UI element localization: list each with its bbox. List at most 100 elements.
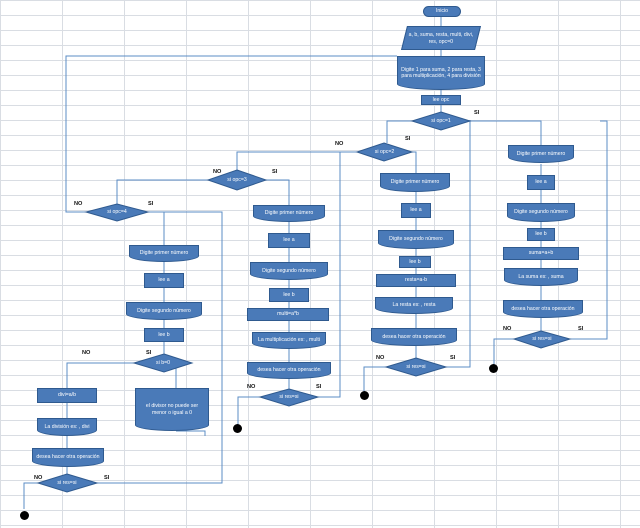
divi-read-a-label: lee a (158, 277, 170, 284)
multi-prompt-b: Digite segundo número (250, 262, 328, 280)
suma-decision-label: si res=si (532, 335, 552, 342)
no-label-suma: NO (503, 326, 512, 332)
multi-compute-label: multi=a*b (277, 311, 299, 318)
decision-opc2-label: si opc=2 (374, 148, 395, 155)
resta-output-label: La resta es: , resta (392, 302, 436, 309)
connector (318, 152, 341, 398)
connector (236, 151, 357, 170)
end-point-multi (233, 424, 242, 433)
connector (148, 211, 165, 245)
connector (266, 179, 290, 206)
divi-prompt-b-label: Digite segundo número (137, 307, 191, 314)
suma-read-a-label: lee a (535, 179, 547, 186)
resta-decision: si res=si (386, 362, 446, 372)
read-option-label: lee opc (432, 96, 450, 103)
decision-shape (206, 169, 268, 191)
no-label-resta: NO (376, 355, 385, 361)
suma-prompt-b-label: Digite segundo número (514, 209, 568, 216)
decision-shape (410, 111, 472, 131)
no-label-multi: NO (247, 384, 256, 390)
multi-read-a-label: lee a (283, 237, 295, 244)
yes-label-resta: SI (450, 355, 456, 361)
divi-compute-label: divi=a/b (57, 392, 77, 399)
decision-shape (512, 330, 572, 349)
resta-compute-label: resta=a-b (404, 277, 428, 284)
decision-shape (36, 473, 99, 493)
multi-decision: si res=si (260, 392, 318, 402)
no-label-opc2: NO (335, 141, 344, 147)
decision-opc4-label: si opc=4 (107, 208, 127, 215)
suma-output: La suma es: , suma (504, 268, 578, 286)
suma-read-a: lee a (527, 175, 555, 190)
suma-ask-again: desea hacer otra operación (503, 300, 583, 318)
end-point-resta (360, 391, 369, 400)
connector (493, 338, 514, 366)
multi-read-a: lee a (268, 233, 310, 248)
multi-output-label: La multiplicación es: , multi (258, 337, 320, 344)
decision-shape (132, 353, 194, 373)
resta-ask-again-label: desea hacer otra operación (382, 333, 446, 340)
divi-decision-label: si res=si (57, 479, 77, 486)
variables-input: a, b, suma, resta, multi, divi, res, opc… (401, 26, 481, 50)
decision-shape (84, 203, 150, 222)
divi-zero-decision: si b=0 (134, 358, 192, 368)
divi-error-output-label: el divisor no puede ser menor o igual a … (145, 403, 199, 416)
suma-read-b: lee b (527, 228, 555, 241)
no-label-opc3: NO (213, 169, 222, 175)
end-point-divi (20, 511, 29, 520)
divi-decision: si res=si (38, 478, 96, 488)
suma-compute-label: suma=a+b (528, 250, 554, 257)
multi-decision-label: si res=si (279, 393, 299, 400)
decision-opc2: si opc=2 (357, 147, 412, 157)
connector (470, 120, 542, 146)
no-label-divi: NO (34, 475, 43, 481)
divi-read-a: lee a (144, 273, 184, 288)
multi-prompt-a: Digite primer número (253, 205, 325, 222)
connector (23, 482, 38, 509)
menu-label: Digite 1 para suma, 2 para resta, 3 para… (401, 66, 481, 80)
multi-read-b: lee b (269, 288, 309, 302)
divi-prompt-a-label: Digite primer número (139, 250, 189, 257)
divi-prompt-a: Digite primer número (129, 245, 199, 262)
connector (570, 120, 608, 340)
connector (363, 366, 386, 393)
divi-ask-again-label: desea hacer otra operación (36, 454, 100, 461)
yes-label-divi: SI (104, 475, 110, 481)
resta-read-a: lee a (401, 203, 431, 218)
connector (446, 120, 471, 368)
yes-label-suma: SI (578, 326, 584, 332)
decision-opc3: si opc=3 (208, 175, 266, 185)
connector (386, 120, 412, 143)
suma-prompt-a: Digite primer número (508, 145, 574, 163)
divi-output-label: La división es: , divi (44, 423, 90, 430)
resta-decision-label: si res=si (406, 363, 426, 370)
resta-read-b-label: lee b (409, 258, 421, 265)
divi-ask-again: desea hacer otra operación (32, 448, 104, 467)
yes-label-divi-zero: SI (146, 350, 152, 356)
divi-error-output: el divisor no puede ser menor o igual a … (135, 388, 209, 431)
multi-prompt-a-label: Digite primer número (264, 210, 314, 217)
resta-ask-again: desea hacer otra operación (371, 328, 457, 346)
yes-label-opc3: SI (272, 169, 278, 175)
no-label-opc4: NO (74, 201, 83, 207)
decision-opc1: si opc=1 (412, 116, 470, 126)
resta-read-b: lee b (399, 256, 431, 268)
yes-label-opc2: SI (405, 136, 411, 142)
resta-read-a-label: lee a (410, 207, 422, 214)
resta-prompt-a: Digite primer número (380, 173, 450, 192)
decision-opc4: si opc=4 (86, 207, 148, 217)
suma-prompt-b: Digite segundo número (507, 203, 575, 222)
connector (97, 211, 223, 484)
decision-opc3-label: si opc=3 (227, 176, 247, 183)
start-terminal: Inicio (423, 6, 461, 17)
suma-prompt-a-label: Digite primer número (516, 150, 566, 157)
divi-read-b: lee b (144, 328, 184, 342)
variables-label: a, b, suma, resta, multi, divi, res, opc… (408, 31, 474, 45)
connector (237, 396, 260, 425)
menu-output: Digite 1 para suma, 2 para resta, 3 para… (397, 56, 485, 90)
yes-label-opc4: SI (148, 201, 154, 207)
multi-output: La multiplicación es: , multi (252, 332, 326, 349)
suma-decision: si res=si (514, 334, 570, 344)
